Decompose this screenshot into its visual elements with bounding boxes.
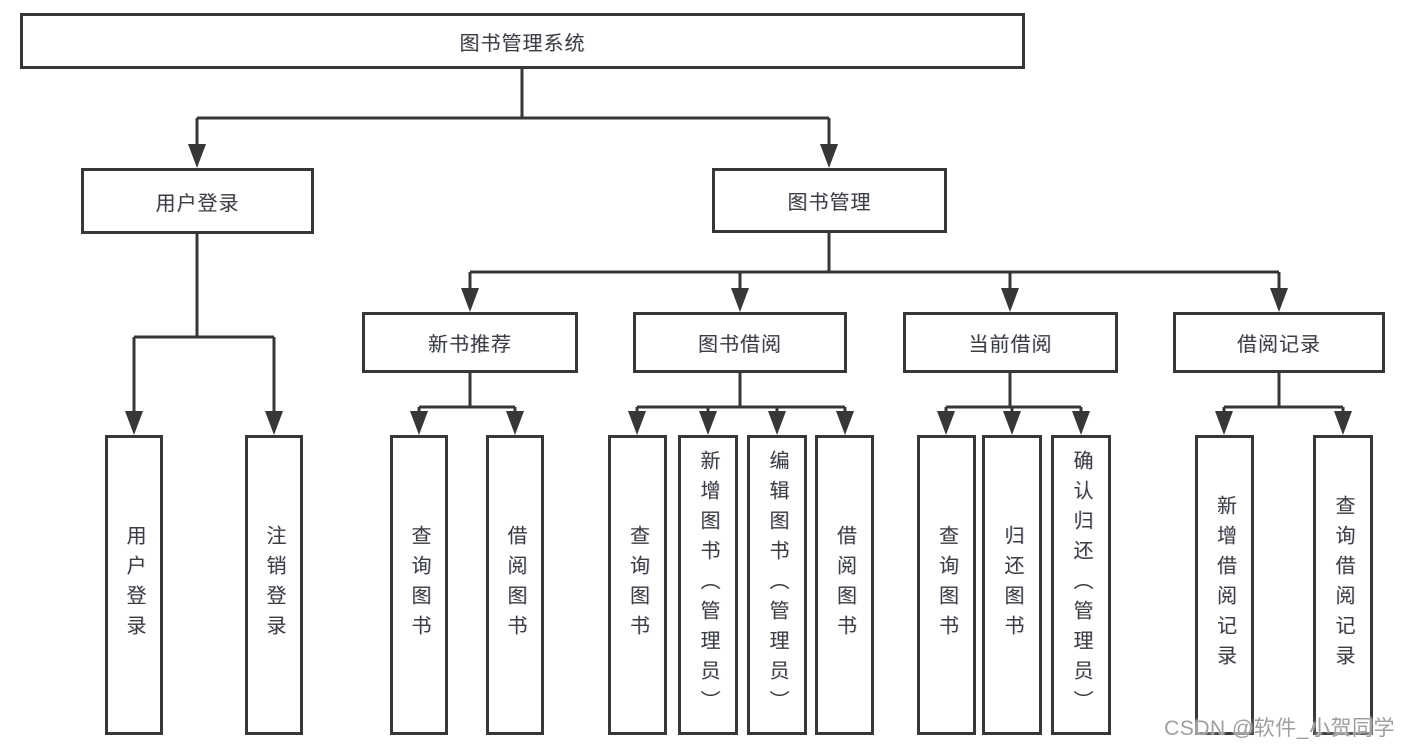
connector-newbook-to-leaves — [417, 373, 517, 413]
node-current-borrow: 当前借阅 — [903, 312, 1118, 373]
node-user-login: 用户登录 — [81, 168, 314, 234]
leaf-label: 用户登录 — [123, 525, 145, 645]
arrow-down-icon — [1072, 411, 1090, 435]
arrow-down-icon — [265, 411, 283, 435]
leaf-label: 查询借阅记录 — [1332, 495, 1354, 675]
arrow-down-icon — [125, 411, 143, 435]
leaf-label: 借阅图书 — [833, 525, 856, 645]
arrow-down-icon — [628, 411, 646, 435]
leaf-return-books: 归还图书 — [982, 435, 1042, 735]
leaf-edit-books-admin: 编辑图书（管理员） — [747, 435, 807, 735]
leaf-label: 查询图书 — [935, 525, 958, 645]
leaf-user-login: 用户登录 — [105, 435, 163, 735]
arrow-down-icon — [937, 411, 955, 435]
leaf-query-books-borrow: 查询图书 — [608, 435, 667, 735]
leaf-query-borrow-record: 查询借阅记录 — [1313, 435, 1373, 735]
leaf-query-books-recommend: 查询图书 — [390, 435, 448, 735]
arrow-down-icon — [820, 144, 838, 168]
leaf-label: 新增图书（管理员） — [697, 450, 719, 720]
arrow-down-icon — [1003, 411, 1021, 435]
leaf-label: 新增借阅记录 — [1213, 495, 1236, 675]
leaf-label: 注销登录 — [263, 525, 285, 645]
connector-root-to-level2 — [195, 69, 831, 148]
arrow-down-icon — [188, 144, 206, 168]
arrow-down-icon — [699, 411, 717, 435]
leaf-label: 确认归还（管理员） — [1070, 450, 1092, 720]
leaf-logout: 注销登录 — [245, 435, 303, 735]
leaf-query-books-current: 查询图书 — [917, 435, 976, 735]
arrow-down-icon — [1215, 411, 1233, 435]
arrow-down-icon — [731, 288, 749, 312]
leaf-label: 查询图书 — [626, 525, 649, 645]
leaf-confirm-return-admin: 确认归还（管理员） — [1051, 435, 1111, 735]
arrow-down-icon — [768, 411, 786, 435]
connector-bookborrow-to-leaves — [635, 373, 847, 413]
arrow-down-icon — [1001, 288, 1019, 312]
node-new-book-recommend: 新书推荐 — [362, 312, 578, 373]
leaf-label: 归还图书 — [1001, 525, 1023, 645]
leaf-label: 借阅图书 — [504, 525, 526, 645]
leaf-add-books-admin: 新增图书（管理员） — [678, 435, 738, 735]
node-borrow-records: 借阅记录 — [1173, 312, 1385, 373]
connector-bookmgmt-to-level3 — [468, 233, 1281, 290]
arrow-down-icon — [506, 411, 524, 435]
node-book-management: 图书管理 — [712, 168, 947, 233]
node-root-system: 图书管理系统 — [20, 13, 1025, 69]
leaf-add-borrow-record: 新增借阅记录 — [1195, 435, 1254, 735]
arrow-down-icon — [461, 288, 479, 312]
arrow-down-icon — [410, 411, 428, 435]
csdn-watermark: CSDN @软件_小贺同学 — [1164, 717, 1395, 740]
arrow-down-icon — [836, 411, 854, 435]
leaf-label: 查询图书 — [408, 525, 430, 645]
connector-userlogin-to-leaves — [132, 234, 276, 413]
node-book-borrow: 图书借阅 — [633, 312, 847, 373]
connector-records-to-leaves — [1222, 373, 1345, 413]
leaf-label: 编辑图书（管理员） — [766, 450, 788, 720]
arrow-down-icon — [1270, 288, 1288, 312]
arrow-down-icon — [1334, 411, 1352, 435]
connector-currentborrow-to-leaves — [944, 373, 1083, 413]
leaf-borrow-books-recommend: 借阅图书 — [486, 435, 544, 735]
leaf-borrow-books: 借阅图书 — [815, 435, 874, 735]
